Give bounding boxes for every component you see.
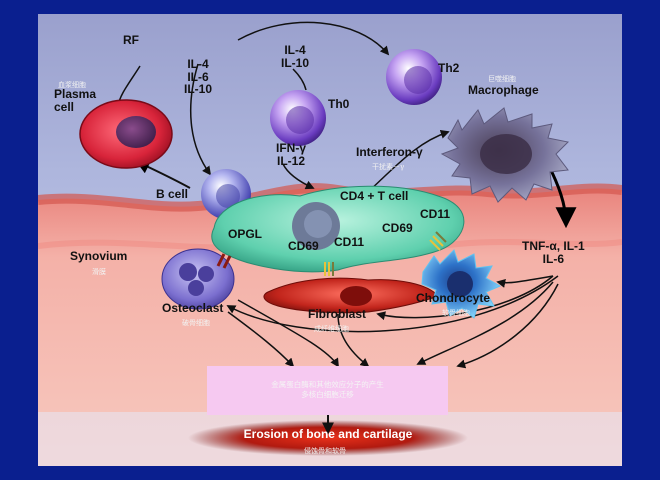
label-opgl: OPGL: [228, 227, 263, 241]
label-ifn-group: IFN-γ IL-12: [276, 141, 306, 168]
opgl-receptor: [216, 253, 232, 269]
sublabel-interferon: 干扰素－γ: [372, 163, 405, 171]
erosion-oval: [188, 420, 468, 456]
arrow-tnf-to-fibroblast: [376, 275, 554, 321]
arrow-fibroblast-to-products: [337, 313, 370, 368]
sublabel-chondrocyte: 软骨细胞: [442, 309, 470, 317]
sublabel-synovium: 滑膜: [92, 268, 106, 276]
products-line-2: 多核白细胞迁移: [301, 390, 354, 399]
arrow-tnf-to-chondrocyte: [496, 275, 554, 288]
label-interferon: Interferon-γ: [356, 145, 423, 159]
label-cd4-t-cell: CD4 + T cell: [340, 189, 409, 203]
label-plasma-cell: Plasma cell: [54, 87, 97, 114]
label-cd11-right: CD11: [420, 207, 451, 221]
label-b-cell: B cell: [156, 187, 189, 201]
macrophage-cell: [440, 107, 570, 203]
label-osteoclast: Osteoclast: [162, 301, 224, 315]
sublabel-osteoclast: 破骨细胞: [182, 319, 210, 327]
arrow-tnf-to-osteoclast: [226, 275, 559, 333]
diagram-frame: RF Plasma cell IL-4 IL-6 IL-10 IL-4 IL-1…: [38, 14, 622, 466]
th2-cell: [386, 49, 442, 105]
osteoclast-cell: [161, 248, 235, 310]
cd4-t-cell: [211, 185, 465, 273]
arrow-osteoclast-to-products: [227, 311, 295, 368]
cd69-cd11-receptor-left: [324, 262, 334, 276]
label-th0: Th0: [328, 97, 350, 111]
arrow-il-to-bcell: [190, 63, 212, 176]
th0-cell: [270, 90, 326, 146]
label-il-group-1: IL-4 IL-6 IL-10: [184, 57, 213, 97]
sublabel-plasma-cell: 血浆细胞: [58, 81, 86, 89]
label-il-group-2: IL-4 IL-10: [281, 43, 310, 70]
sublabel-fibroblast: 成纤维细胞: [314, 325, 349, 333]
arrow-il4-to-th2: [237, 21, 390, 56]
label-tnf: TNF-α, IL-1 IL-6: [522, 239, 585, 266]
label-macrophage: Macrophage: [468, 83, 539, 97]
arrow-tnf-to-products-a: [416, 281, 554, 365]
label-fibroblast: Fibroblast: [308, 307, 367, 321]
arrow-ifn-to-cd4: [282, 163, 315, 190]
label-cd11-left: CD11: [334, 235, 365, 249]
label-chondrocyte: Chondrocyte: [416, 291, 491, 305]
label-synovium: Synovium: [70, 249, 128, 263]
plasma-cell: [79, 99, 173, 169]
diagram-canvas: [38, 14, 622, 466]
products-line-1: 金属蛋白酶和其他效应分子的产生: [271, 380, 384, 389]
label-th2: Th2: [438, 61, 460, 75]
cd69-cd11-receptor-right: [429, 231, 447, 251]
line-il-to-th0: [292, 68, 307, 91]
label-cd69-left: CD69: [288, 239, 319, 253]
label-rf: RF: [123, 33, 139, 47]
chondrocyte-cell: [421, 249, 502, 319]
arrow-osteoclast-to-products-b: [237, 299, 339, 368]
products-box: 金属蛋白酶和其他效应分子的产生 多核白细胞迁移: [207, 366, 448, 415]
arrow-cd4-to-macrophage: [367, 130, 450, 193]
sublabel-macrophage: 巨噬细胞: [488, 75, 516, 83]
label-erosion: Erosion of bone and cartilage: [243, 427, 413, 441]
fibroblast-cell: [263, 277, 439, 314]
sublabel-erosion: 侵蚀骨和软骨: [304, 447, 346, 455]
label-cd69-right: CD69: [382, 221, 413, 235]
arrow-tnf-to-products-b: [456, 283, 559, 369]
